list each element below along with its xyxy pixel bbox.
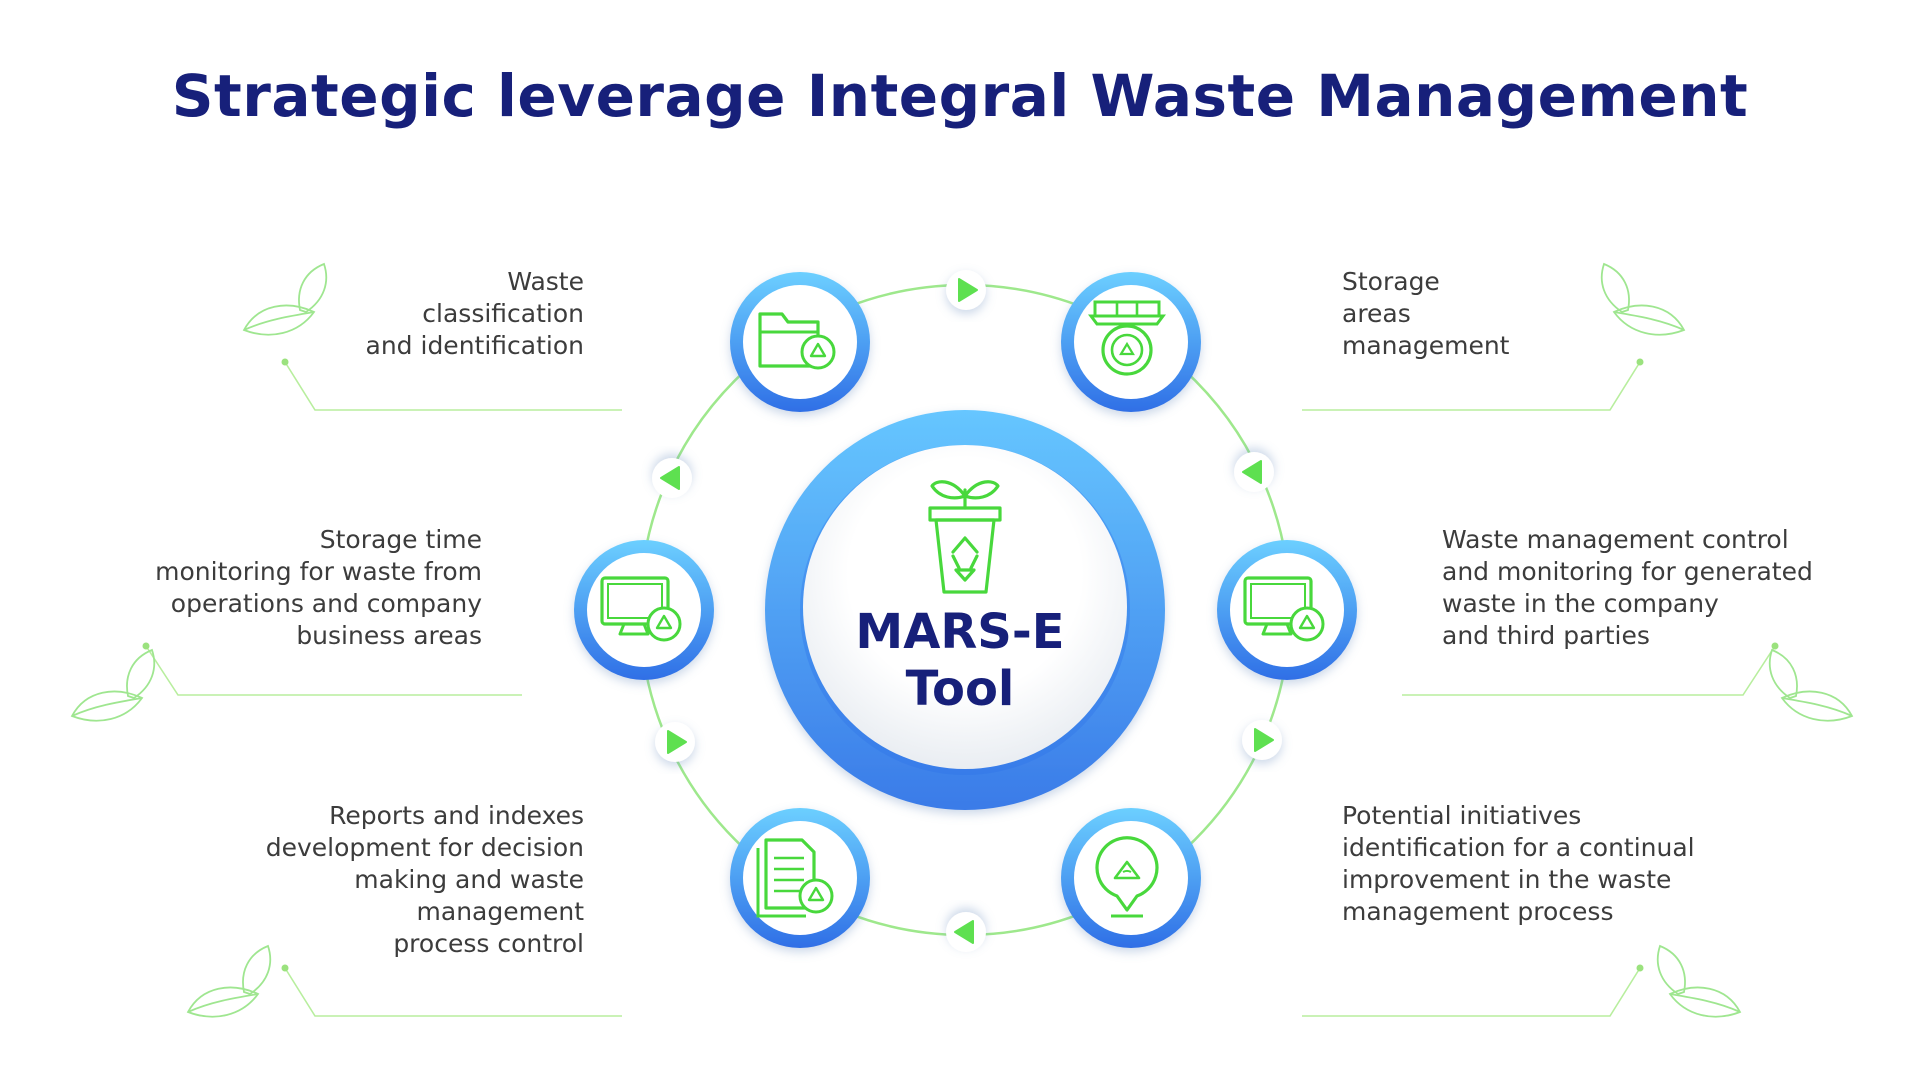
arrow-5 — [655, 722, 695, 762]
label-storage-areas: Storage areas management — [1342, 267, 1510, 360]
cycle-arrows — [652, 270, 1282, 952]
arrow-2 — [1234, 452, 1274, 492]
connector-lines — [142, 358, 1779, 1017]
label-reports: Reports and indexes development for deci… — [265, 801, 584, 958]
label-control-monitoring: Waste management control and monitoring … — [1442, 525, 1813, 650]
node-circles — [574, 272, 1357, 948]
page-title: Strategic leverage Integral Waste Manage… — [171, 62, 1749, 130]
location-recycle-icon — [1095, 836, 1159, 918]
node-classification — [730, 272, 870, 412]
arrow-4 — [946, 912, 986, 952]
label-storage-time: Storage time monitoring for waste from o… — [155, 525, 482, 650]
arrow-6 — [652, 458, 692, 498]
monitor-recycle-icon — [1243, 576, 1325, 642]
node-reports — [730, 808, 870, 948]
node-initiatives — [1061, 808, 1201, 948]
decorative-leaves — [70, 262, 1854, 1018]
center-subtitle: Tool — [905, 661, 1015, 717]
center-title: MARS-E — [855, 604, 1065, 660]
monitor-recycle-icon — [600, 576, 682, 642]
folder-recycle-icon — [758, 312, 836, 370]
node-control-monitoring — [1217, 540, 1357, 680]
arrow-3 — [1242, 720, 1282, 760]
label-initiatives: Potential initiatives identification for… — [1342, 801, 1695, 926]
node-storage-areas — [1061, 272, 1201, 412]
center-hub — [765, 410, 1165, 810]
storage-bin-recycle-icon — [1088, 300, 1166, 376]
label-classification: Waste classification and identification — [365, 267, 584, 360]
arrow-1 — [946, 270, 986, 310]
recycle-bin-plant-icon — [928, 480, 1002, 594]
node-storage-time — [574, 540, 714, 680]
document-recycle-icon — [756, 838, 834, 918]
